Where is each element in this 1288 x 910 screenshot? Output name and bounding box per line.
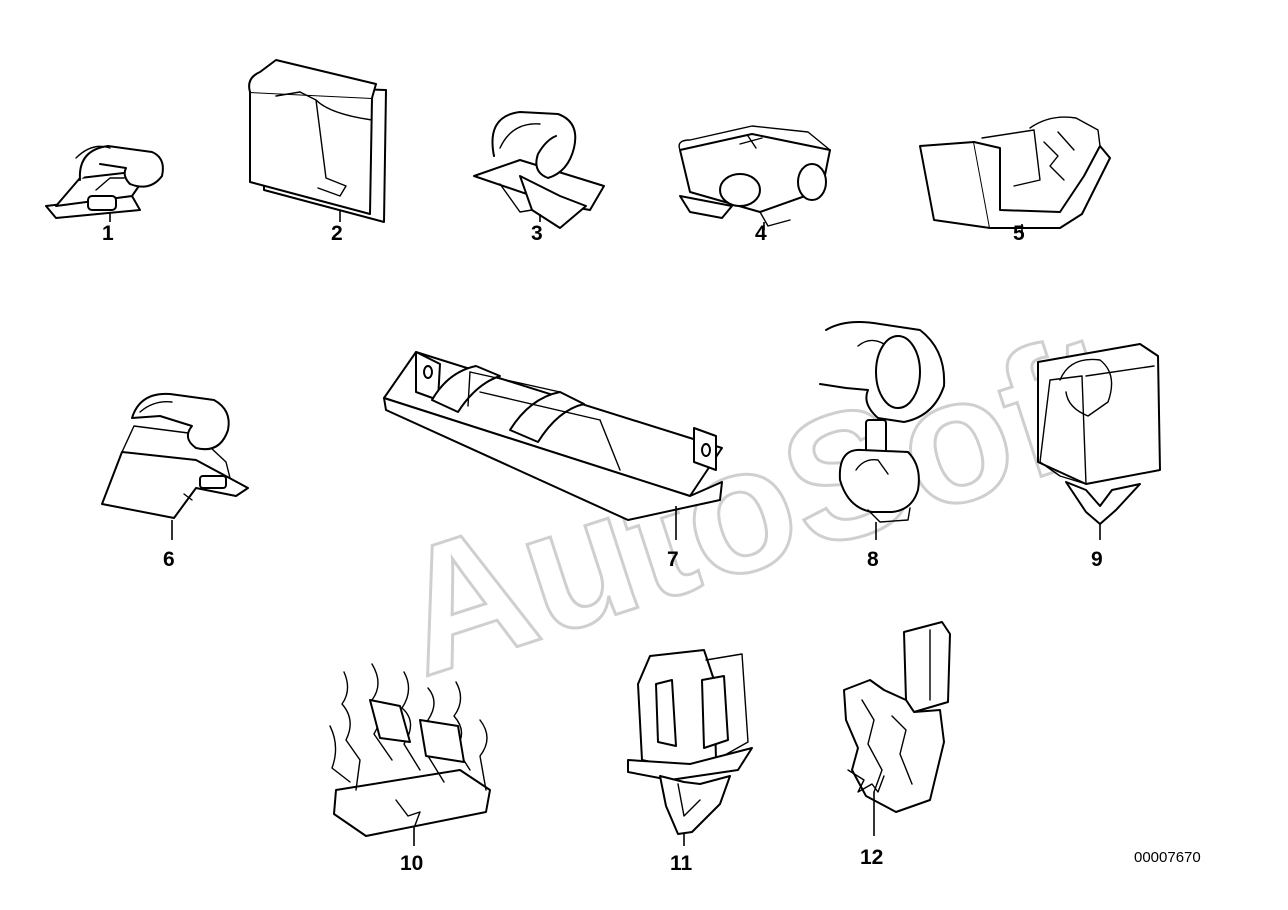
part-4-double-clip xyxy=(678,125,831,227)
part-3-loop-clip xyxy=(473,111,605,229)
callout-12: 12 xyxy=(860,846,883,869)
callout-7: 7 xyxy=(667,548,679,571)
callout-9: 9 xyxy=(1091,548,1103,571)
callout-10: 10 xyxy=(400,852,423,875)
callout-11: 11 xyxy=(670,852,693,875)
diagram-id: 00007670 xyxy=(1134,849,1201,866)
part-6-wedge-clip xyxy=(101,392,249,519)
part-8-double-loop xyxy=(819,321,946,523)
callout-3: 3 xyxy=(531,222,543,245)
part-5-u-bracket xyxy=(919,116,1111,229)
part-1-cable-clip xyxy=(45,145,164,219)
part-10-comb-clip xyxy=(329,663,491,837)
part-11-tall-clip xyxy=(627,649,753,835)
part-9-box-clip xyxy=(1037,343,1161,525)
callout-2: 2 xyxy=(331,222,343,245)
callout-1: 1 xyxy=(102,222,114,245)
callout-8: 8 xyxy=(867,548,879,571)
part-2-clip-plate xyxy=(248,59,387,223)
callout-4: 4 xyxy=(755,222,767,245)
callout-6: 6 xyxy=(163,548,175,571)
callout-5: 5 xyxy=(1013,222,1025,245)
part-12-tab-clip xyxy=(843,621,951,813)
part-7-rail-bracket xyxy=(383,351,723,521)
autosoft-watermark: AutoSoft xyxy=(374,292,1150,713)
